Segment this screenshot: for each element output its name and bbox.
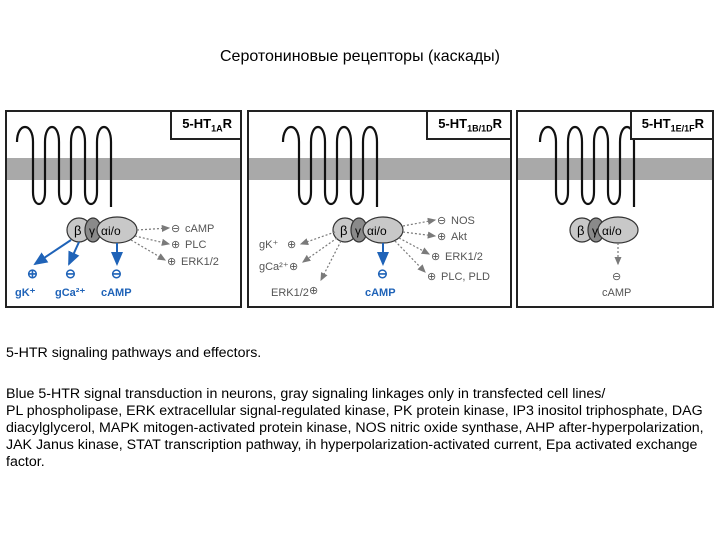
receptor-label: 5-HT1E/1FR xyxy=(629,112,712,140)
gray-effect: gK⁺ xyxy=(259,239,278,251)
svg-text:⊕: ⊕ xyxy=(289,261,298,273)
receptor-panel-5ht1b1d: β γ αi/o ⊖ cAMP ⊖ NOS ⊕ Akt ⊕ ERK1/2 ⊕ P… xyxy=(247,110,512,308)
gray-effect: PLC, PLD xyxy=(441,271,490,283)
svg-text:⊕: ⊕ xyxy=(427,271,436,283)
gamma-label: γ xyxy=(592,224,598,238)
svg-text:⊕: ⊕ xyxy=(167,256,176,268)
gray-effect: NOS xyxy=(451,215,475,227)
receptor-label: 5-HT1AR xyxy=(170,112,240,140)
receptor-panel-5ht1a: β γ αi/o ⊕ ⊖ ⊖ gK⁺ gCa²⁺ cAMP ⊖ cAMP ⊕ P… xyxy=(5,110,242,308)
blue-effect: gCa²⁺ xyxy=(55,287,85,299)
svg-text:⊖: ⊖ xyxy=(111,266,122,281)
cell-membrane xyxy=(518,158,712,180)
cell-membrane xyxy=(249,158,510,180)
alpha-label: αi/o xyxy=(602,224,622,238)
gray-effect: cAMP xyxy=(602,287,631,299)
gray-effect: PLC xyxy=(185,239,206,251)
receptor-helices xyxy=(281,125,379,207)
gray-effect: cAMP xyxy=(185,223,214,235)
gamma-label: γ xyxy=(89,224,95,238)
gray-effect: ERK1/2 xyxy=(181,256,219,268)
blue-effect: cAMP xyxy=(101,287,132,299)
svg-text:⊕: ⊕ xyxy=(437,231,446,243)
svg-text:⊕: ⊕ xyxy=(171,239,180,251)
svg-text:⊖: ⊖ xyxy=(65,266,76,281)
panel-diagram: β γ αi/o ⊕ ⊖ ⊖ gK⁺ gCa²⁺ cAMP ⊖ cAMP ⊕ P… xyxy=(7,125,240,299)
figure-caption: 5-HTR signaling pathways and effectors. xyxy=(6,345,716,362)
caption-heading: 5-HTR signaling pathways and effectors. xyxy=(6,345,262,361)
cell-membrane xyxy=(7,158,240,180)
alpha-label: αi/o xyxy=(101,224,121,238)
figure-legend: Blue 5-HTR signal transduction in neuron… xyxy=(6,386,716,471)
gray-effect: ERK1/2 xyxy=(445,251,483,263)
receptor-label: 5-HT1B/1DR xyxy=(426,112,510,140)
beta-label: β xyxy=(74,223,81,238)
gray-effect: gCa²⁺ xyxy=(259,261,289,273)
legend-line-2: PL phospholipase, ERK extracellular sign… xyxy=(6,403,704,470)
beta-label: β xyxy=(577,223,584,238)
gray-effect: ERK1/2 xyxy=(271,287,309,299)
receptor-helices xyxy=(15,125,113,207)
svg-text:⊖: ⊖ xyxy=(437,215,446,227)
legend-line-1: Blue 5-HTR signal transduction in neuron… xyxy=(6,386,606,402)
receptor-panel-5ht1e1f: β γ αi/o ⊖ cAMP 5-HT1E/1FR xyxy=(516,110,714,308)
blue-effect: cAMP xyxy=(365,287,396,299)
panel-diagram: β γ αi/o ⊖ cAMP ⊖ NOS ⊕ Akt ⊕ ERK1/2 ⊕ P… xyxy=(249,125,510,299)
svg-text:⊖: ⊖ xyxy=(377,266,388,281)
svg-text:⊕: ⊕ xyxy=(309,285,318,297)
panel-diagram: β γ αi/o ⊖ cAMP xyxy=(518,125,712,299)
svg-text:⊕: ⊕ xyxy=(287,239,296,251)
slide-title: Серотониновые рецепторы (каскады) xyxy=(219,48,501,65)
receptor-helices xyxy=(538,125,636,207)
svg-text:⊖: ⊖ xyxy=(612,271,621,283)
gamma-label: γ xyxy=(355,224,361,238)
beta-label: β xyxy=(340,223,347,238)
svg-text:⊖: ⊖ xyxy=(171,223,180,235)
blue-effect: gK⁺ xyxy=(15,287,36,299)
svg-text:⊕: ⊕ xyxy=(27,266,38,281)
svg-text:⊕: ⊕ xyxy=(431,251,440,263)
alpha-label: αi/o xyxy=(367,224,387,238)
gray-effect: Akt xyxy=(451,231,467,243)
